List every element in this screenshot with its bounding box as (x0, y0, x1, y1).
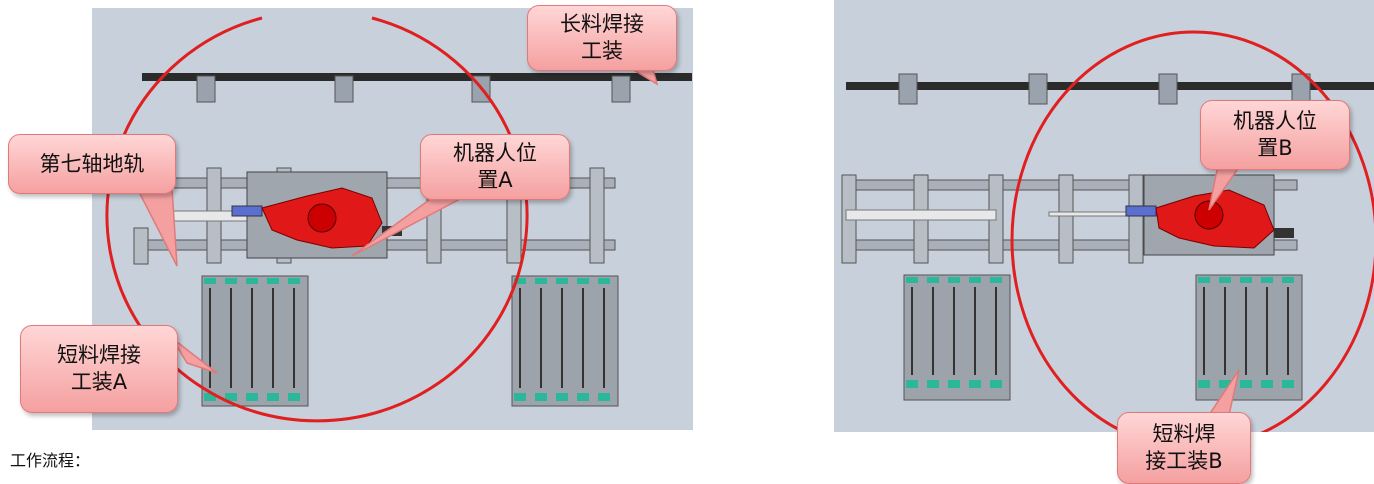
layout-view-a (92, 8, 693, 430)
callout-long-fixture: 长料焊接 工装 (527, 5, 677, 71)
callout-short-fixture-a: 短料焊接 工装A (20, 325, 178, 413)
robot-b (1125, 189, 1294, 249)
long-rail (142, 73, 692, 81)
callout-seventh-axis-track: 第七轴地轨 (8, 134, 176, 194)
long-rail (846, 82, 1374, 90)
reach-circle-b (1010, 30, 1374, 432)
layout-view-b (834, 0, 1374, 432)
short-fixture-b-right (1195, 274, 1303, 401)
cell-drawing-b (841, 30, 1374, 432)
workflow-caption: 工作流程： (10, 451, 91, 470)
short-fixture-a-left (201, 275, 309, 407)
ground-track (841, 174, 1298, 264)
short-fixture-b-left (903, 274, 1011, 401)
short-fixture-a-right (511, 275, 619, 407)
callout-robot-position-a: 机器人位 置A (420, 134, 570, 200)
callout-short-fixture-b: 短料焊 接工装B (1117, 412, 1251, 484)
cell-drawing-a (105, 16, 692, 423)
callout-robot-position-b: 机器人位 置B (1200, 100, 1350, 170)
